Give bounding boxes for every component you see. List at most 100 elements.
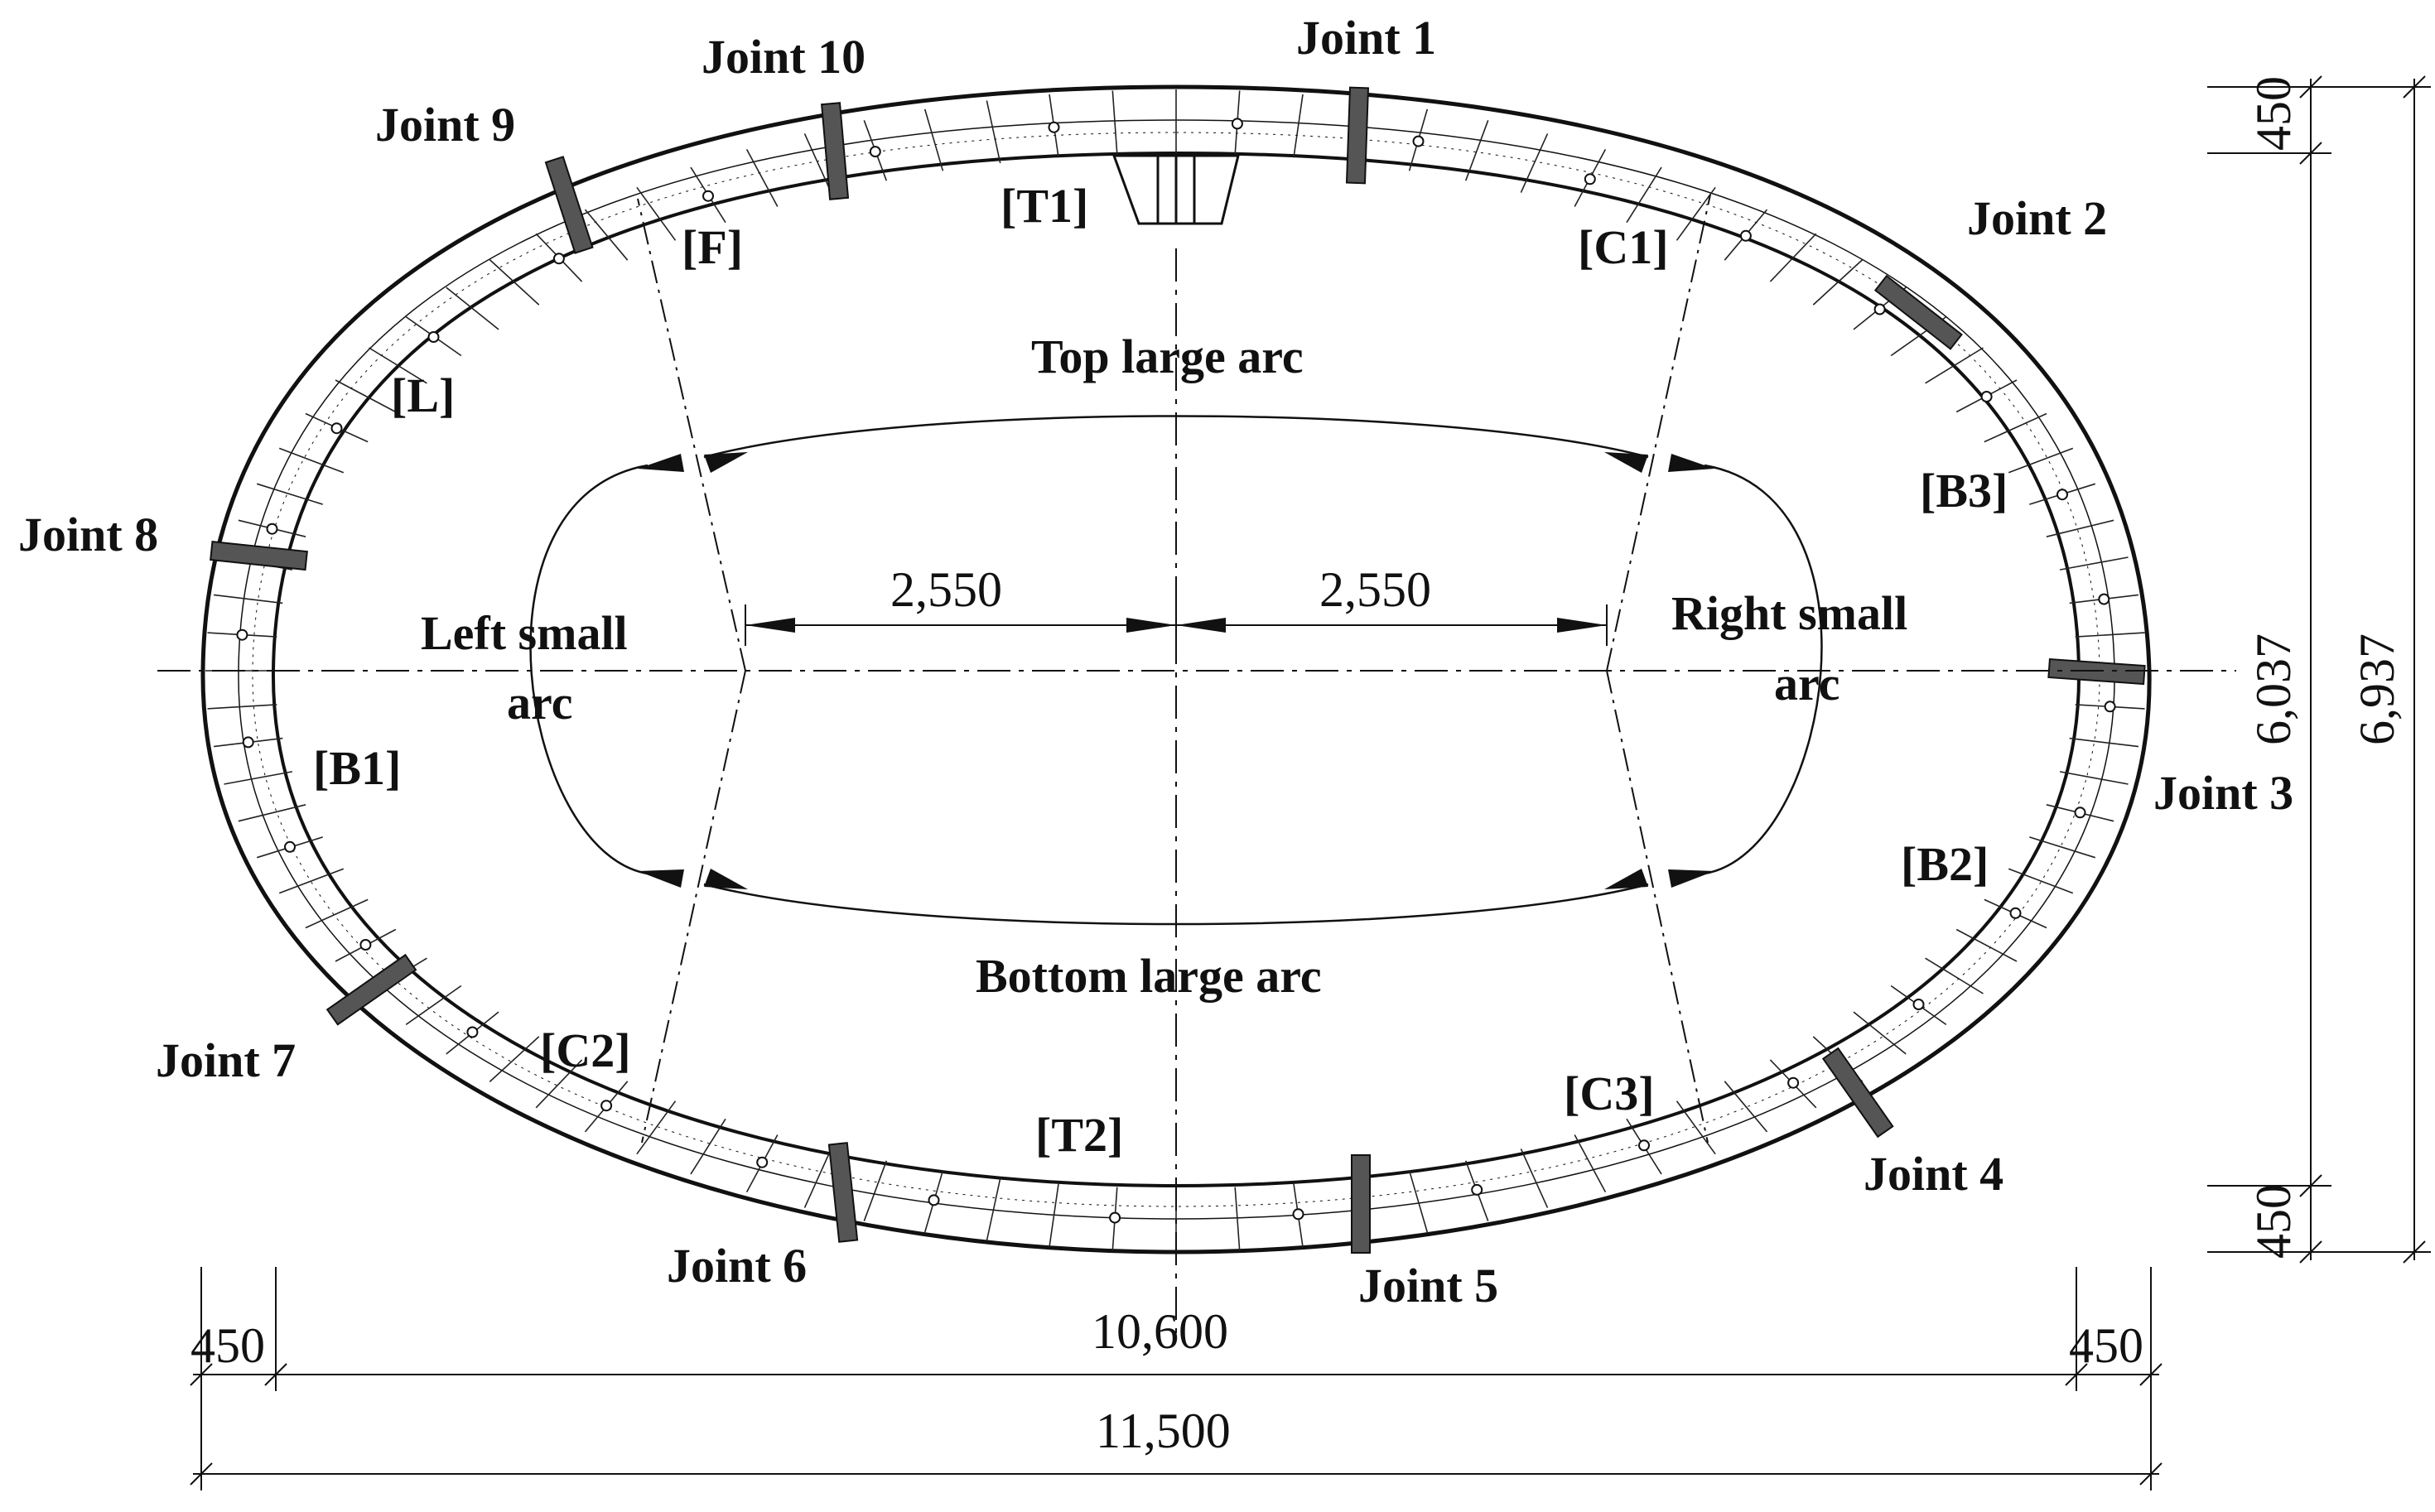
radial-division-line — [369, 347, 427, 384]
radial-division-line — [1925, 347, 1984, 384]
radial-division-line — [1234, 1187, 1241, 1251]
bolt-hole — [1109, 1211, 1121, 1224]
radial-division-line — [2008, 868, 2074, 894]
joint-8-label: Joint 8 — [18, 508, 158, 561]
radial-division-line — [1853, 1011, 1907, 1055]
joint-3-marker — [2047, 657, 2146, 686]
radial-division-line — [2046, 519, 2114, 537]
bolt-hole — [756, 1156, 769, 1168]
radial-division-line — [803, 1148, 832, 1208]
bolt-hole — [1787, 1076, 1800, 1089]
bolt-hole — [2074, 807, 2086, 819]
radial-division-line — [238, 804, 306, 822]
joint-2-label: Joint 2 — [1967, 191, 2107, 245]
top-large-arc-curve — [703, 415, 1649, 459]
bolt-hole — [359, 939, 372, 951]
bolt-hole — [242, 736, 254, 749]
right-small-arc-curve — [1704, 464, 1823, 875]
bottom-large-arc-label: Bottom large arc — [976, 949, 1322, 1003]
bolt-hole — [266, 522, 278, 535]
radial-division-line — [2059, 556, 2129, 571]
radial-division-line — [1769, 233, 1817, 282]
joint-6-label: Joint 6 — [667, 1239, 807, 1293]
bolt-hole — [1412, 135, 1425, 147]
radial-division-line — [256, 483, 323, 505]
bolt-hole — [2056, 489, 2068, 501]
radial-division-line — [863, 1160, 888, 1221]
segment-lining-ring — [200, 84, 2152, 1254]
segment-c2-label: [C2] — [540, 1023, 631, 1077]
bolt-hole — [1231, 118, 1243, 130]
left-small-arc-label-line2: arc — [507, 676, 572, 730]
joint-2-marker — [1873, 274, 1963, 350]
radial-division-line — [2029, 836, 2096, 859]
radial-division-line — [1984, 412, 2047, 443]
t1-key-bracket — [1111, 154, 1240, 225]
radial-division-line — [923, 108, 944, 171]
radial-division-line — [690, 1118, 726, 1175]
radial-division-line — [1812, 259, 1864, 306]
dimension-outer-height: 6,937 — [2350, 633, 2404, 745]
segment-c1-label: [C1] — [1578, 220, 1669, 274]
joint-5-marker — [1351, 1154, 1371, 1254]
right-dimension-lines — [2207, 75, 2431, 1264]
bolt-hole — [1048, 121, 1060, 133]
segment-b2-label: [B2] — [1901, 837, 1989, 891]
dimension-inner-height: 6,037 — [2246, 633, 2301, 745]
radial-division-line — [224, 771, 293, 785]
bolt-hole — [284, 840, 296, 853]
bolt-hole — [236, 628, 248, 641]
radial-division-line — [278, 447, 345, 474]
radial-division-line — [745, 149, 779, 207]
joint-4-label: Joint 4 — [1864, 1147, 2003, 1201]
joint-4-marker — [1821, 1047, 1894, 1139]
radial-division-line — [335, 379, 397, 413]
bolt-hole — [1471, 1183, 1483, 1196]
segment-c3-label: [C3] — [1564, 1067, 1655, 1120]
joint-6-marker — [827, 1142, 859, 1243]
segment-t1-label: [T1] — [1001, 179, 1088, 233]
bolt-hole — [702, 190, 714, 202]
joint-7-marker — [325, 953, 417, 1026]
joint-10-marker — [820, 102, 850, 200]
bottom-large-arc-curve — [703, 883, 1649, 926]
top-large-arc-label: Top large arc — [1031, 330, 1304, 383]
joint-10-label: Joint 10 — [702, 30, 866, 84]
bolt-hole — [1980, 391, 1993, 402]
segment-f-label: [F] — [682, 220, 743, 274]
radial-division-line — [278, 868, 345, 894]
radial-division-line — [1626, 166, 1662, 224]
bolt-hole — [552, 253, 565, 265]
segment-radial-divisions — [205, 89, 2147, 1252]
bolt-hole — [1739, 229, 1752, 242]
radial-division-line — [489, 1036, 540, 1082]
bolt-hole — [2098, 593, 2110, 605]
radial-division-line — [1676, 1100, 1716, 1155]
dimension-left-half: 2,550 — [890, 562, 1002, 617]
right-small-arc-label-line1: Right small — [1671, 586, 1907, 640]
segment-b3-label: [B3] — [1920, 464, 2008, 518]
arc-arrowheads — [638, 452, 1714, 889]
centre-lines — [157, 248, 2236, 1333]
joint-7-label: Joint 7 — [156, 1033, 296, 1087]
inner-half-dimension — [745, 604, 1608, 646]
construction-lines — [637, 194, 1711, 1144]
segment-t2-label: [T2] — [1035, 1108, 1123, 1162]
radial-division-line — [584, 209, 629, 261]
joint-1-marker — [1345, 86, 1370, 185]
bolt-hole — [1584, 173, 1596, 185]
bolt-hole — [330, 422, 343, 435]
left-small-arc-label-line1: Left small — [421, 606, 628, 660]
bolt-hole — [427, 331, 440, 343]
radial-division-line — [489, 259, 540, 306]
radial-division-line — [803, 133, 832, 193]
radial-division-line — [2075, 632, 2145, 638]
bolt-hole — [928, 1194, 940, 1206]
radial-division-line — [636, 1100, 677, 1155]
radial-division-line — [1464, 120, 1489, 181]
segment-b1-label: [B1] — [313, 741, 401, 795]
radial-division-line — [2008, 447, 2074, 474]
radial-division-line — [446, 287, 499, 330]
segment-l-label: [L] — [391, 368, 455, 422]
